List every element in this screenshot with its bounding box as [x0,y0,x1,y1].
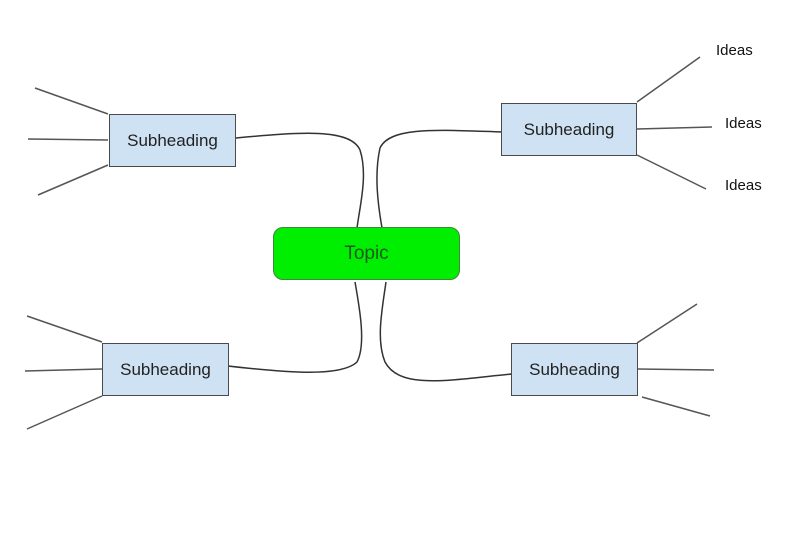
branch-line [636,154,707,190]
idea-label[interactable]: Ideas [725,177,762,194]
connector-topic-top-right [376,129,503,229]
idea-label[interactable]: Ideas [716,42,753,59]
branch-line [34,87,109,115]
branch-line [636,56,701,103]
branch-line [26,395,103,430]
branch-line [636,126,713,130]
subheading-top-right[interactable]: Subheading [501,103,637,156]
branch-line [636,303,698,344]
connector-topic-bottom-left [227,281,363,373]
topic-node[interactable]: Topic [273,227,460,280]
subheading-bottom-left[interactable]: Subheading [102,343,229,396]
idea-label[interactable]: Ideas [725,115,762,132]
branch-line [641,396,711,417]
subheading-top-left[interactable]: Subheading [109,114,236,167]
branch-line [27,138,109,141]
branch-line [24,368,103,372]
branch-line [26,315,103,343]
branch-line [636,368,715,371]
subheading-bottom-right[interactable]: Subheading [511,343,638,396]
branch-line [37,164,109,196]
connector-topic-bottom-right [379,281,513,382]
connector-topic-top-left [235,132,365,229]
